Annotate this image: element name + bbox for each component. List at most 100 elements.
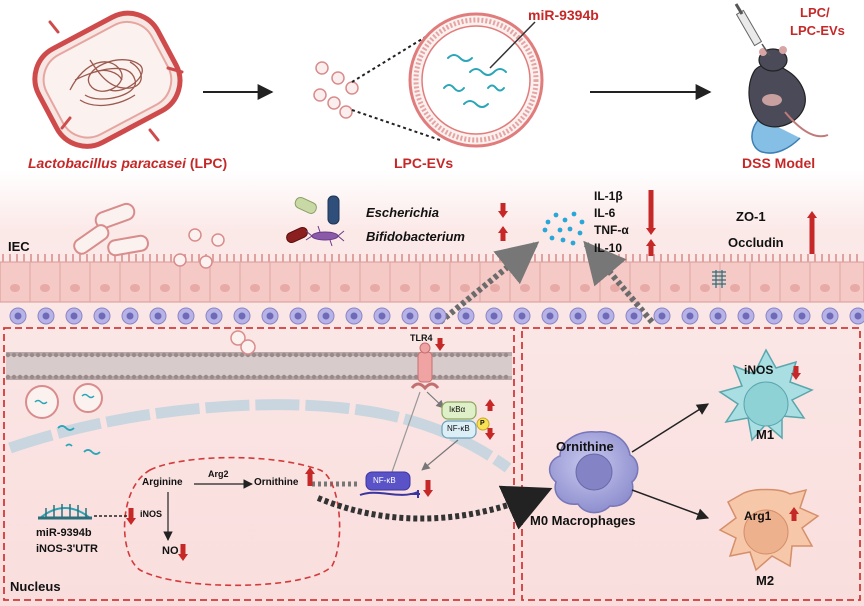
lipid-head (5, 374, 11, 380)
immune-cell-core (154, 312, 162, 320)
no-trend-arrow (178, 544, 188, 561)
lipid-head (29, 352, 35, 358)
cell-nucleus (700, 284, 710, 292)
il1b-label: IL-1β (594, 189, 623, 203)
cell-nucleus (370, 284, 380, 292)
lactobacillus-icon (32, 10, 184, 149)
lipid-head (245, 374, 251, 380)
lipid-head (167, 352, 173, 358)
cytokines-down-arrow (646, 190, 656, 235)
lipid-head (359, 352, 365, 358)
lipid-head (323, 374, 329, 380)
inos-trend-arrow (126, 508, 136, 525)
arrow-to-m0-macrophage (316, 485, 553, 530)
ikba-box (441, 401, 477, 420)
nucleus-region-border (123, 456, 341, 587)
lipid-head (95, 374, 101, 380)
lipid-head (305, 352, 311, 358)
lipid-head (107, 352, 113, 358)
lipid-head (227, 374, 233, 380)
lipid-head (239, 352, 245, 358)
lipid-head (473, 374, 479, 380)
lipid-head (437, 374, 443, 380)
lipid-head (89, 352, 95, 358)
lipid-head (155, 352, 161, 358)
lpc-abbr: (LPC) (189, 155, 228, 171)
lipid-head (485, 352, 491, 358)
lipid-head (131, 374, 137, 380)
m2-label: M2 (756, 573, 775, 588)
immune-cell-core (854, 312, 862, 320)
immune-cell-core (770, 312, 778, 320)
lipid-head (167, 374, 173, 380)
immune-cell-core (434, 312, 442, 320)
lipid-head (17, 352, 23, 358)
lipid-head (101, 374, 107, 380)
lipid-head (185, 374, 191, 380)
lipid-head (209, 352, 215, 358)
lipid-head (503, 352, 509, 358)
lpc-evs-label: LPC-EVs (394, 155, 454, 171)
lipid-head (125, 374, 131, 380)
nfkb-nuclear-trend-arrow (423, 480, 433, 497)
nuclear-envelope (8, 399, 512, 473)
lipid-head (17, 374, 23, 380)
immune-cell-core (266, 312, 274, 320)
lipid-head (131, 352, 137, 358)
iec-label: IEC (8, 239, 30, 254)
lipid-head (149, 352, 155, 358)
tight-junction-icon (712, 270, 726, 288)
lipid-head (149, 374, 155, 380)
lipid-head (371, 374, 377, 380)
cell-nucleus (460, 284, 470, 292)
cell-nucleus (550, 284, 560, 292)
lipid-head (377, 374, 383, 380)
nfkb-dna-complex-icon (359, 471, 420, 498)
ikba-label: IκBα (449, 405, 466, 414)
ornithine-label: Ornithine (254, 477, 299, 488)
lipid-head (251, 352, 257, 358)
lpc-label: Lactobacillus paracasei (LPC) (28, 156, 227, 170)
cell-nucleus (850, 284, 860, 292)
lipid-head (353, 374, 359, 380)
lipid-head (191, 374, 197, 380)
lipid-head (71, 352, 77, 358)
lipid-head (113, 374, 119, 380)
lipid-head (413, 374, 419, 380)
cell-nucleus (400, 284, 410, 292)
m0-macrophage-icon (548, 431, 639, 514)
lipid-head (485, 374, 491, 380)
lipid-head (41, 352, 47, 358)
immune-cell-core (658, 312, 666, 320)
arginine-label: Arginine (142, 477, 183, 488)
immune-cell-core (182, 312, 190, 320)
cell-nucleus (160, 284, 170, 292)
immune-cell-core (742, 312, 750, 320)
immune-cell-core (210, 312, 218, 320)
il10-label: IL-10 (594, 241, 623, 255)
lipid-head (461, 374, 467, 380)
arrow-nfkb-translocation (421, 439, 459, 471)
immune-cell-core (238, 312, 246, 320)
lipid-head (299, 352, 305, 358)
lipid-head (371, 352, 377, 358)
cell-nucleus (250, 284, 260, 292)
plasma-membrane (5, 352, 512, 380)
escherichia-trend-arrow (498, 203, 508, 218)
lipid-head (65, 352, 71, 358)
lipid-head (275, 352, 281, 358)
mirna-utr-binding-icon (38, 504, 92, 520)
syringe-icon (734, 3, 771, 57)
immune-cell-core (574, 312, 582, 320)
m1-inos-trend-arrow (791, 366, 801, 380)
cell-nucleus (130, 284, 140, 292)
lipid-head (359, 374, 365, 380)
lipid-head (23, 374, 29, 380)
lipid-head (341, 352, 347, 358)
lipid-head (71, 374, 77, 380)
free-mirna-icon (57, 425, 101, 455)
lipid-head (413, 352, 419, 358)
m1-macrophage-icon (718, 348, 814, 442)
lipid-head (53, 374, 59, 380)
phospho-icon (476, 417, 490, 431)
